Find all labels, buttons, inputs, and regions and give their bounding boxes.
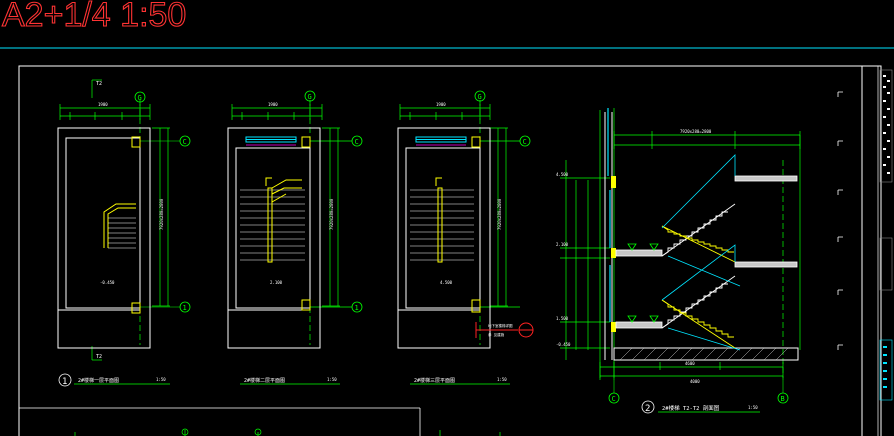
plan2-column-bottom [301, 299, 311, 311]
plan1-column-bottom [131, 302, 141, 314]
plan3-dim-total: 1900 [436, 102, 446, 107]
section-scale: 1:50 [748, 405, 758, 410]
plan1-cut-mark-bottom: T2 [96, 354, 102, 360]
plan2-axis-g-label: G [308, 93, 312, 101]
plan2-elev: 2.100 [270, 280, 283, 285]
plan-level-3: G C 1900 7920x280=2800 4.500 [397, 90, 534, 385]
section-number: 2 [645, 404, 650, 414]
plan2-column-top [301, 136, 311, 148]
plan2-dim-run: 7920x280=2800 [329, 198, 334, 230]
plan3-axis-g-label: G [478, 93, 482, 101]
section-elev-top: 4.500 [556, 172, 569, 177]
section-title: 2#楼梯 T2-T2 剖面图 [662, 404, 720, 412]
plan2-axis-b-label: 1 [355, 304, 359, 312]
plan2-title: 2#楼梯二层平面图 [244, 377, 285, 384]
plan3-elev: 4.500 [440, 280, 453, 285]
section-dim-top: 7920x280=2800 [680, 129, 712, 134]
plan-level-2: G C 1 1900 7920x280=2800 [227, 90, 363, 385]
plan2-walls [227, 127, 321, 349]
plan2-dim-total: 1900 [268, 102, 278, 107]
plan1-title-bubble [58, 373, 72, 387]
plan3-walls [397, 127, 491, 349]
section-axis-c-label: C [612, 395, 616, 403]
next-band-partial [74, 428, 501, 436]
section-flights-projected [661, 225, 736, 349]
section-title-bubble [641, 400, 655, 414]
section-wall [604, 112, 613, 360]
section-view: 7920x280=2800 4000 4600 4.500 2.100 1.50… [556, 108, 801, 414]
plan1-axis-b-label: 1 [183, 304, 187, 312]
plan3-detail-callout [475, 322, 534, 338]
plan1-number: 1 [62, 377, 67, 387]
plan1-elev: -0.450 [100, 280, 115, 285]
section-elev-mid: 2.100 [556, 242, 569, 247]
plan1-dim-run: 7920x280=2800 [159, 198, 164, 230]
plan1-scale: 1:50 [156, 377, 166, 382]
plan1-title: 2#楼梯一层平面图 [78, 377, 119, 384]
plan2-window [245, 136, 297, 143]
section-dim-total: 4000 [690, 379, 700, 384]
section-handrails [661, 154, 741, 351]
section-windows [607, 108, 611, 322]
plan1-cut-mark-top: T2 [96, 81, 102, 87]
plan3-dim-run: 7920x280=2800 [497, 198, 502, 230]
plan1-axis-g [134, 91, 146, 103]
section-elev-low: 1.500 [556, 316, 569, 321]
plan3-axis-c-label: C [523, 138, 527, 146]
title-block [837, 69, 893, 401]
section-flights-cut [661, 203, 736, 329]
plan1-axis-g-label: G [138, 94, 142, 102]
plan1-dim-total: 1900 [98, 102, 108, 107]
plan3-scale: 1:50 [497, 377, 507, 382]
plan-level-1: G C 1 T2 T2 1900 7920x280=2800 [57, 79, 191, 387]
plan3-note-a: 地下室楼梯详图 [488, 323, 513, 328]
section-dim-run: 4600 [685, 361, 695, 366]
section-ground-slab [613, 347, 799, 361]
section-level-markers [627, 243, 659, 323]
section-elev-base: -0.450 [556, 342, 571, 347]
section-lintels [611, 176, 616, 332]
plan3-column-bottom [471, 299, 481, 313]
plan3-title: 2#楼梯三层平面图 [414, 377, 455, 384]
plan3-note-b: 参 见建施 [488, 332, 505, 337]
plan1-dimensions [59, 79, 170, 361]
plan2-scale: 1:50 [327, 377, 337, 382]
plan1-axis-c-label: C [183, 138, 187, 146]
sheet-scale-title: A2+1/4 1:50 [2, 0, 186, 34]
plan1-column-top [131, 136, 141, 148]
section-landings [615, 175, 798, 329]
plan1-walls [57, 127, 151, 349]
drawing-frame [18, 65, 882, 436]
section-dimensions [560, 108, 801, 380]
plan2-axis-c-label: C [355, 138, 359, 146]
plan1-stair [103, 203, 136, 249]
section-axis-b-label: B [781, 395, 785, 403]
